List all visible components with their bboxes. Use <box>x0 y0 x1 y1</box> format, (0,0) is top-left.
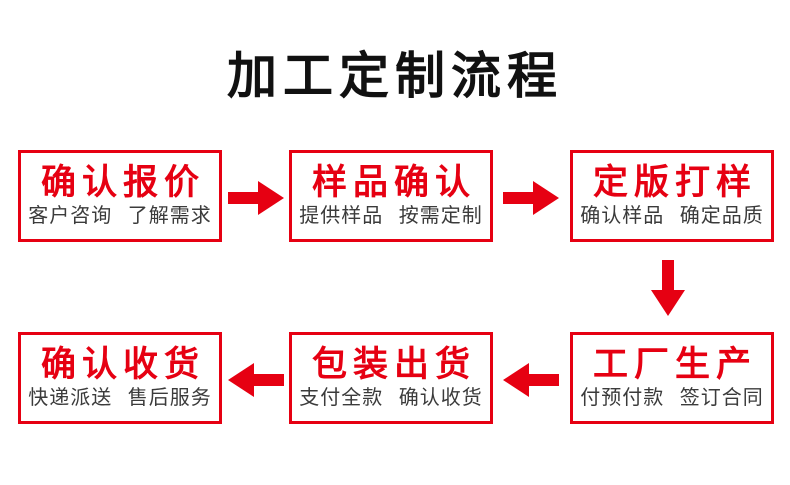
flow-step-factory-production: 工厂生产 付预付款 签订合同 <box>570 332 774 424</box>
step-heading: 确认报价 <box>40 163 205 202</box>
step-subtext: 快递派送 售后服务 <box>28 387 212 409</box>
arrow-left-icon <box>228 363 284 397</box>
step-subtext: 付预付款 签订合同 <box>580 387 764 409</box>
step-subtext: 支付全款 确认收货 <box>299 387 483 409</box>
step-subtext: 确认样品 确定品质 <box>580 205 764 227</box>
flow-step-confirm-receipt: 确认收货 快递派送 售后服务 <box>18 332 222 424</box>
flow-step-packaging-shipment: 包装出货 支付全款 确认收货 <box>289 332 493 424</box>
step-heading: 包装出货 <box>311 345 476 384</box>
page-title: 加工定制流程 <box>227 48 563 104</box>
arrow-left-shape <box>503 363 559 397</box>
flow-step-plate-proofing: 定版打样 确认样品 确定品质 <box>570 150 774 242</box>
flow-step-sample-confirmation: 样品确认 提供样品 按需定制 <box>289 150 493 242</box>
step-subtext: 提供样品 按需定制 <box>299 205 483 227</box>
arrow-right-shape <box>503 181 559 215</box>
arrow-left-icon <box>503 363 559 397</box>
step-heading: 确认收货 <box>40 345 205 384</box>
step-heading: 工厂生产 <box>592 345 757 384</box>
step-subtext: 客户咨询 了解需求 <box>28 205 212 227</box>
step-heading: 样品确认 <box>311 163 476 202</box>
arrow-right-shape <box>228 181 284 215</box>
arrow-right-icon <box>228 181 284 215</box>
flow-step-confirm-quote: 确认报价 客户咨询 了解需求 <box>18 150 222 242</box>
arrow-left-shape <box>228 363 284 397</box>
arrow-right-icon <box>503 181 559 215</box>
step-heading: 定版打样 <box>592 163 757 202</box>
arrow-down-icon <box>651 260 685 316</box>
arrow-down-shape <box>651 260 685 316</box>
